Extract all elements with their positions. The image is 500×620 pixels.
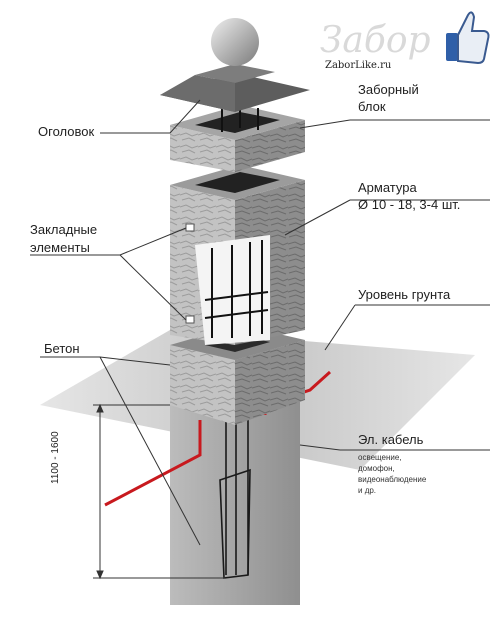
cable-note-3: видеонаблюдение (358, 475, 427, 484)
cap-left (160, 75, 235, 112)
label-cap: Оголовок (38, 124, 95, 139)
label-concrete: Бетон (44, 341, 80, 356)
label-fence-block-2: блок (358, 99, 386, 114)
thumbs-up-icon (446, 11, 490, 65)
label-rebar-2: Ø 10 - 18, 3-4 шт. (358, 197, 461, 212)
fence-block-side (235, 120, 305, 172)
label-cable: Эл. кабель (358, 432, 424, 447)
cable-note-2: домофон, (358, 464, 395, 473)
lower-block-side (235, 340, 305, 425)
label-fence-block-1: Заборный (358, 82, 419, 97)
label-embedded-2: элементы (30, 240, 90, 255)
cable-note-4: и др. (358, 486, 377, 495)
fence-block-front (170, 125, 235, 172)
underground-rebar (219, 415, 251, 579)
leader-lines (30, 99, 490, 546)
cap-top (195, 64, 275, 83)
label-depth: 1100 - 1600 (50, 431, 61, 484)
label-embedded-1: Закладные (30, 222, 98, 237)
cable-note-1: освещение, (358, 453, 402, 462)
lower-block-front (170, 345, 235, 425)
embedded-element-upper (185, 223, 195, 232)
label-ground-level: Уровень грунта (358, 287, 451, 302)
embedded-element-lower (185, 315, 195, 324)
depth-dimension (93, 403, 225, 580)
cap-sphere (211, 18, 259, 66)
concrete-pit (170, 400, 300, 605)
middle-block-hole (195, 172, 280, 193)
site-url: ZaborLike.ru (325, 60, 392, 71)
label-rebar-1: Арматура (358, 180, 417, 195)
rebar-in-window (204, 240, 269, 338)
watermark-logo: Забор (320, 20, 431, 61)
